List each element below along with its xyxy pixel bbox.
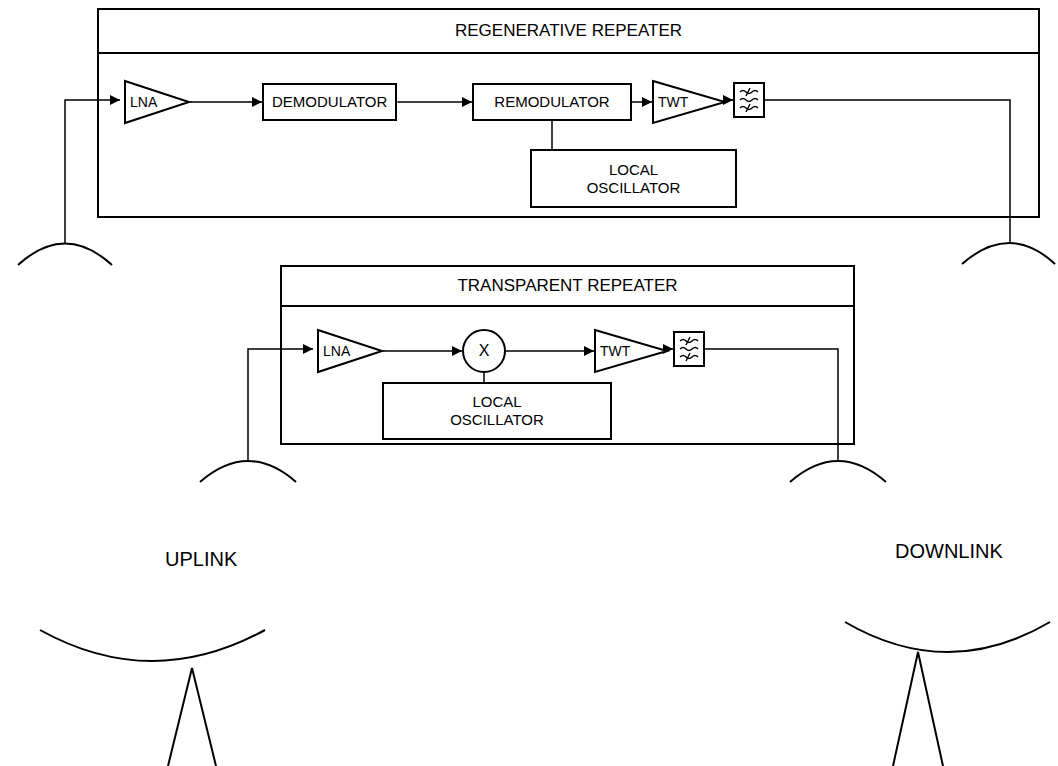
amplifier-triangle: TWT (594, 329, 668, 373)
block-label: TWT (652, 94, 688, 111)
block-label: REMODULATOR (494, 93, 609, 111)
antennas (18, 243, 1055, 766)
process-box: REMODULATOR (472, 83, 632, 121)
block-label: TWT (594, 343, 630, 360)
block-label: X (479, 341, 490, 360)
antenna-dish (200, 461, 296, 482)
feed-wire (65, 100, 120, 243)
mixer-circle: X (462, 329, 506, 373)
frame-title: TRANSPARENT REPEATER (457, 276, 677, 296)
antenna-dish (962, 243, 1055, 264)
oscillator-box: LOCAL OSCILLATOR (382, 382, 612, 440)
signal-connector (632, 101, 652, 103)
ground-mount (168, 668, 216, 766)
ground-dish (40, 630, 265, 661)
repeater-frame: TRANSPARENT REPEATER LNA X LOCAL OSCILLATOR… (280, 265, 855, 445)
feed-wire (764, 100, 1010, 243)
title-band: TRANSPARENT REPEATER (282, 267, 853, 307)
block-label: LOCAL OSCILLATOR (437, 393, 557, 429)
block-label: DEMODULATOR (272, 93, 387, 111)
ground-mount (893, 652, 943, 766)
filter-symbol (674, 83, 764, 366)
amplifier-triangle: LNA (124, 80, 190, 124)
feed-wire (666, 348, 673, 350)
filter-marks (680, 88, 758, 361)
block-label: LNA (124, 94, 157, 111)
signal-connector (397, 101, 472, 103)
amplifier-triangle: TWT (652, 80, 726, 124)
block-label: LOCAL OSCILLATOR (574, 161, 694, 197)
link-label: UPLINK (165, 548, 237, 571)
frame-title: REGENERATIVE REPEATER (455, 21, 682, 41)
signal-connector (190, 101, 262, 103)
signal-connector (551, 121, 553, 149)
signal-connector (383, 350, 462, 352)
link-label: DOWNLINK (895, 540, 1003, 563)
feed-wire (724, 99, 733, 101)
wires (65, 100, 1010, 461)
ground-dish (845, 622, 1050, 652)
signal-connector (483, 373, 485, 382)
amplifier-triangle: LNA (317, 329, 383, 373)
antenna-dish (790, 461, 886, 482)
process-box: DEMODULATOR (262, 83, 397, 121)
oscillator-box: LOCAL OSCILLATOR (530, 149, 737, 208)
signal-connector (506, 350, 594, 352)
repeater-frame: REGENERATIVE REPEATER LNA DEMODULATOR REMOD… (97, 8, 1040, 218)
antenna-dish (18, 244, 112, 266)
block-label: LNA (317, 343, 350, 360)
title-band: REGENERATIVE REPEATER (99, 10, 1038, 54)
